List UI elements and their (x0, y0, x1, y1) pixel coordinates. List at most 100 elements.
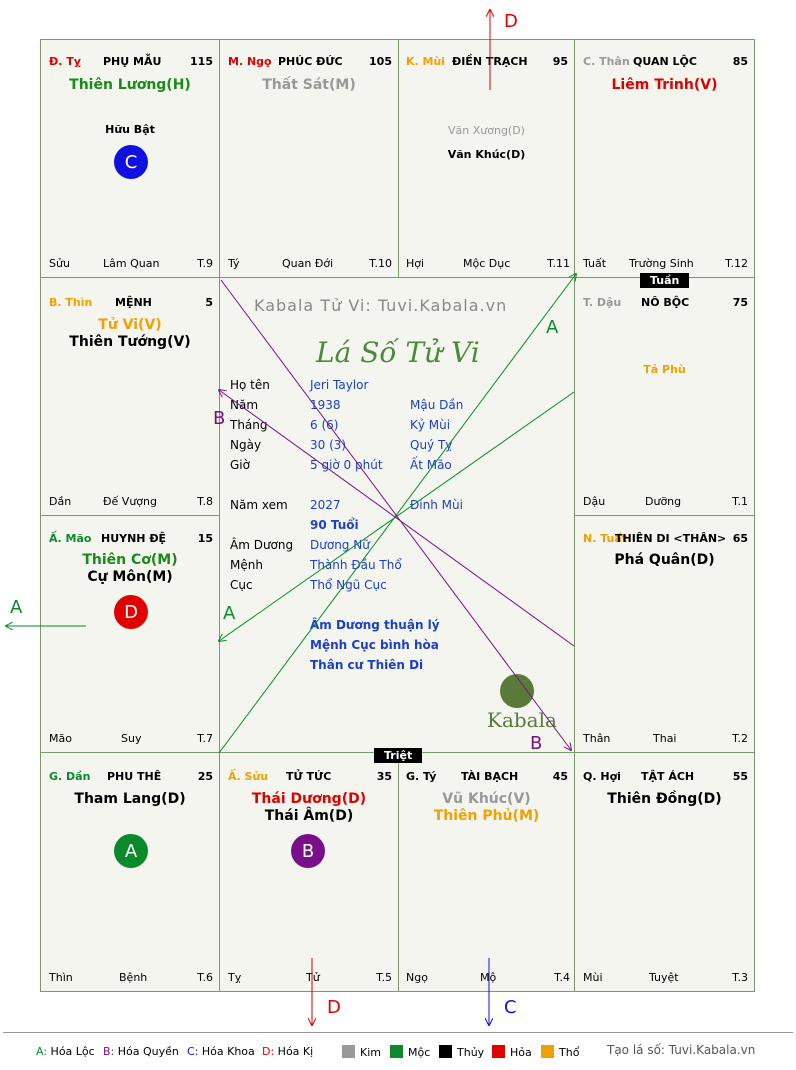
cell-bottom-right: T.12 (725, 257, 748, 270)
cell-mau-ngo[interactable]: M. Ngọ PHÚC ĐỨC 105 Thất Sát(M) Tý Quan … (219, 39, 399, 278)
cell-number: 65 (732, 532, 748, 545)
cell-branch: Ấ. Sửu (228, 770, 269, 783)
info-label-gio: Giờ (230, 458, 250, 472)
main-star: Thái Âm(D) (264, 808, 354, 824)
arrow-label-b-upper: B (213, 408, 226, 429)
cell-number: 55 (732, 770, 748, 783)
cell-dinh-ty[interactable]: Đ. Tỵ PHỤ MẪU 115 Thiên Lương(H) Hữu Bật… (40, 39, 220, 278)
main-star: Phá Quân(D) (614, 552, 715, 568)
cell-branch: K. Mùi (406, 55, 446, 68)
cell-bottom-right: T.3 (732, 971, 748, 984)
info-value-hour: 5 giờ 0 phút (310, 458, 383, 472)
cell-bottom-center: Trường Sinh (629, 257, 694, 270)
main-star: Thiên Lương(H) (69, 77, 191, 93)
cell-ky-mui[interactable]: K. Mùi ĐIỀN TRẠCH 95 Văn Xương(D) Văn Kh… (398, 39, 575, 278)
cell-branch: N. Tuất (583, 532, 628, 545)
cell-branch: Đ. Tỵ (49, 55, 81, 68)
main-star: Thiên Cơ(M) (82, 552, 178, 568)
info-value-name: Jeri Taylor (310, 378, 369, 392)
info-value-view-canchi: Đinh Mùi (410, 498, 463, 512)
cell-quy-hoi[interactable]: Q. Hợi TẬT ÁCH 55 Thiên Đồng(D) Mùi Tuyệ… (574, 752, 755, 992)
triet-tag: Triệt (374, 748, 423, 763)
cell-binh-thin[interactable]: B. Thìn MỆNH 5 Tử Vi(V) Thiên Tướng(V) D… (40, 277, 220, 516)
main-star: Thiên Phủ(M) (433, 808, 540, 824)
info-value-age: 90 Tuổi (310, 518, 359, 532)
legend-d: D: Hóa Kị (262, 1045, 314, 1058)
info-value-cuc: Thổ Ngũ Cục (310, 578, 387, 592)
legend-tho-label: Thổ (559, 1046, 580, 1059)
cell-branch: C. Thân (583, 55, 630, 68)
cell-number: 35 (376, 770, 392, 783)
cell-bottom-left: Thìn (49, 971, 73, 984)
legend-moc-label: Mộc (408, 1046, 431, 1059)
minor-star: Tả Phù (643, 363, 686, 376)
cell-bottom-left: Dậu (583, 495, 606, 508)
cell-bottom-right: T.5 (376, 971, 392, 984)
cell-at-suu[interactable]: Ấ. Sửu TỬ TỨC 35 Thái Dương(D) Thái Âm(D… (219, 752, 399, 992)
cell-bottom-left: Dần (49, 495, 72, 508)
legend-thuy: Thủy (439, 1045, 484, 1059)
info-value-view-year: 2027 (310, 498, 341, 512)
cell-palace: ĐIỀN TRẠCH (452, 55, 528, 68)
info-value-am-duong: Dương Nữ (310, 538, 370, 552)
cell-bottom-right: T.2 (732, 732, 748, 745)
cell-number: 115 (190, 55, 213, 68)
arrow-label-a-lower: A (223, 603, 236, 624)
cell-nham-tuat[interactable]: N. Tuất THIÊN DI <THÂN> 65 Phá Quân(D) T… (574, 515, 755, 753)
cell-canh-than[interactable]: C. Thân QUAN LỘC 85 Liêm Trinh(V) Tuất T… (574, 39, 755, 278)
cell-bottom-left: Tỵ (228, 971, 242, 984)
cell-branch: Q. Hợi (583, 770, 621, 783)
cell-bottom-center: Tuyệt (649, 971, 679, 984)
main-star: Thái Dương(D) (251, 791, 367, 807)
cell-bottom-center: Bệnh (119, 971, 148, 984)
cell-number: 45 (552, 770, 568, 783)
main-star: Tử Vi(V) (98, 317, 162, 333)
cell-giap-ty[interactable]: G. Tý TÀI BẠCH 45 Vũ Khúc(V) Thiên Phủ(M… (398, 752, 575, 992)
site-link[interactable]: Tạo lá số: Tuvi.Kabala.vn (607, 1043, 756, 1057)
tuan-tag: Tuần (640, 273, 690, 288)
cell-tan-dau[interactable]: T. Dậu NÔ BỘC 75 Tả Phù Dậu Dưỡng T.1 (574, 277, 755, 516)
footer-divider (3, 1032, 793, 1033)
cell-palace: MỆNH (115, 296, 152, 309)
cell-bottom-left: Tuất (583, 257, 607, 270)
note-line: Thân cư Thiên Di (310, 658, 424, 672)
cell-palace: HUYNH ĐỆ (101, 532, 167, 545)
cell-bottom-right: T.7 (197, 732, 213, 745)
cell-bottom-center: Suy (121, 732, 142, 745)
cell-giap-dan[interactable]: G. Dần PHU THÊ 25 Tham Lang(D) A Thìn Bệ… (40, 752, 220, 992)
main-star: Vũ Khúc(V) (442, 791, 531, 807)
arrow-label-a-upper: A (546, 317, 559, 338)
arrow-label-c-bottom: C (504, 997, 517, 1018)
kabala-logo-text: Kabala (487, 708, 557, 732)
cell-number: 25 (197, 770, 213, 783)
cell-number: 15 (197, 532, 213, 545)
cell-branch: M. Ngọ (228, 55, 272, 68)
cell-palace: TÀI BẠCH (461, 770, 519, 783)
cell-bottom-left: Hợi (406, 257, 425, 270)
info-label-ngay: Ngày (230, 438, 262, 452)
legend-moc: Mộc (390, 1045, 430, 1059)
legend-tho: Thổ (541, 1045, 579, 1059)
cell-at-mao[interactable]: Ấ. Mão HUYNH ĐỆ 15 Thiên Cơ(M) Cự Môn(M)… (40, 515, 220, 753)
main-star: Tham Lang(D) (74, 791, 186, 807)
cell-number: 95 (552, 55, 568, 68)
info-value-day: 30 (3) (310, 438, 347, 452)
legend-hoa-label: Hỏa (510, 1046, 532, 1059)
minor-star: Văn Xương(D) (448, 124, 525, 137)
cell-palace: NÔ BỘC (641, 296, 690, 309)
cell-branch: G. Dần (49, 770, 91, 783)
note-line: Âm Dương thuận lý (310, 618, 440, 632)
cell-branch: Ấ. Mão (49, 532, 92, 545)
arrow-label-d-bottom: D (327, 997, 341, 1018)
info-label-nam: Năm (230, 398, 259, 412)
legend-b: B: Hóa Quyền (103, 1045, 179, 1058)
info-value-year: 1938 (310, 398, 341, 412)
cell-bottom-left: Ngọ (406, 971, 428, 984)
badge-b: B (291, 834, 325, 868)
cell-palace: TẬT ÁCH (641, 770, 695, 783)
cell-bottom-right: T.10 (369, 257, 392, 270)
cell-bottom-right: T.6 (197, 971, 213, 984)
cell-bottom-center: Thai (653, 732, 677, 745)
info-value-day-canchi: Quý Tỵ (410, 438, 453, 452)
legend-thuy-label: Thủy (457, 1046, 485, 1059)
